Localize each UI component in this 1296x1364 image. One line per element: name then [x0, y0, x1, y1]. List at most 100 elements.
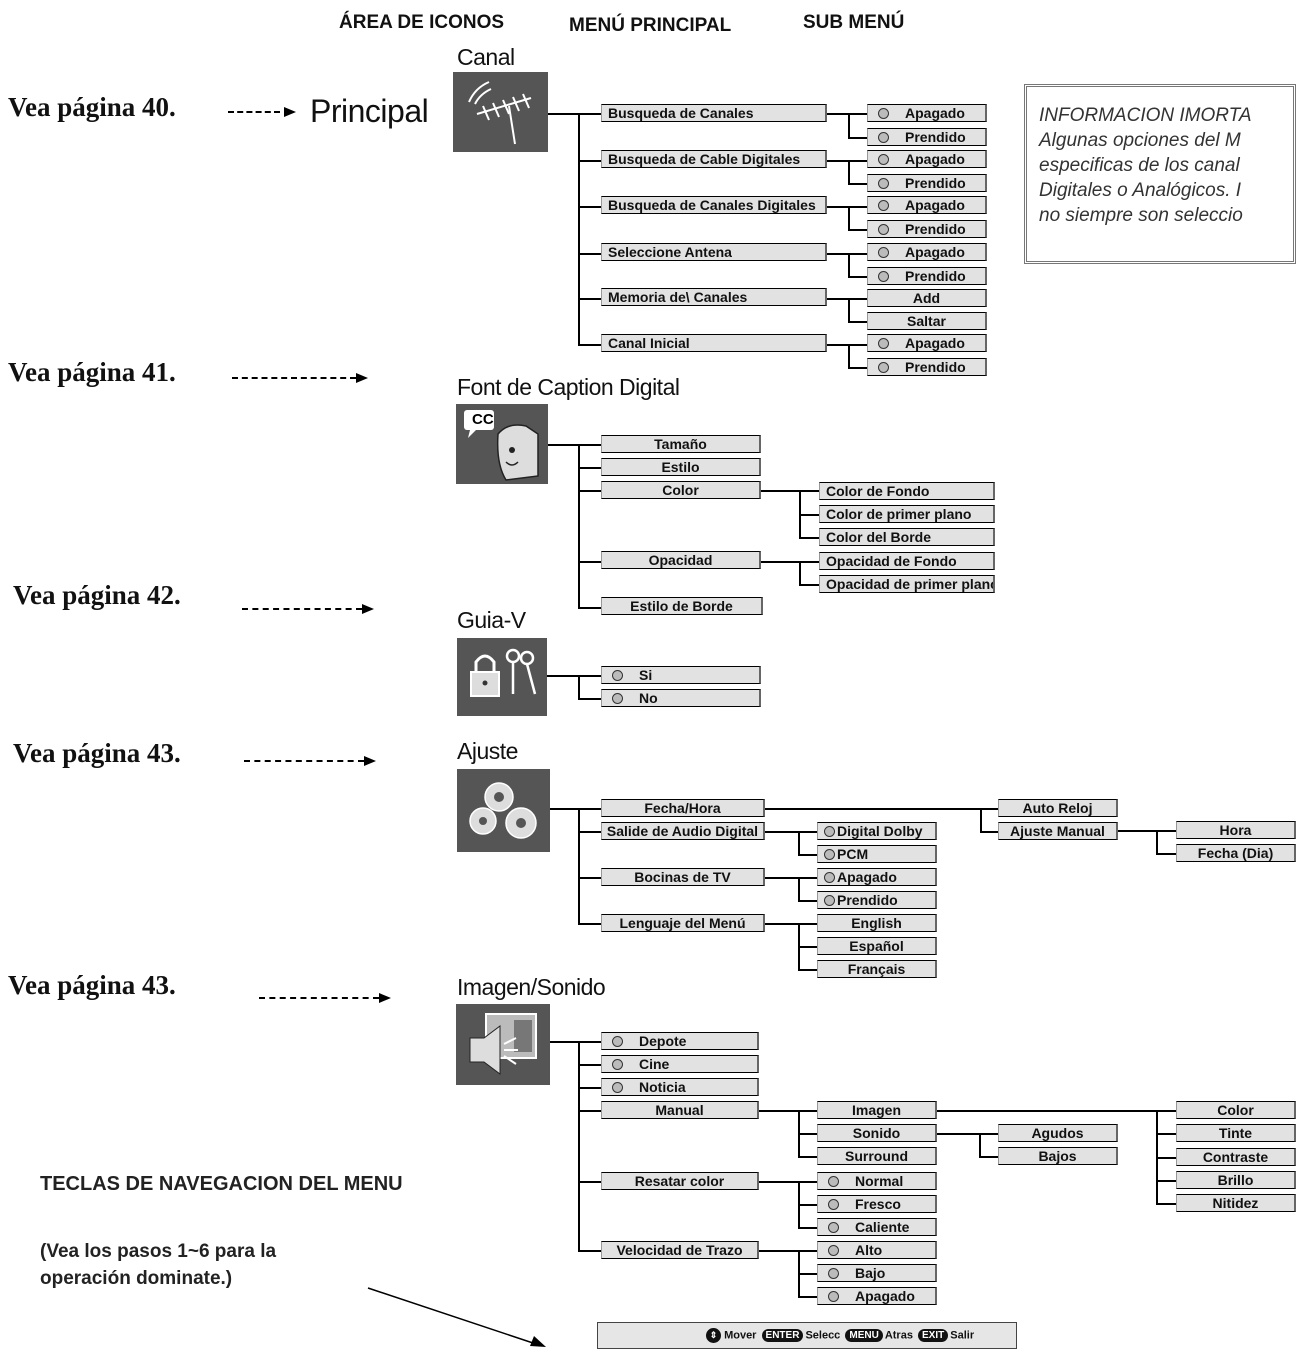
radio-icon: [878, 247, 889, 258]
option-francais[interactable]: Français: [817, 960, 937, 978]
menu-audio-digital[interactable]: Salide de Audio Digital: [601, 822, 765, 840]
option-label: Noticia: [639, 1079, 686, 1095]
option-no[interactable]: No: [601, 689, 761, 707]
guia-title: Guia-V: [457, 607, 526, 633]
option-cine[interactable]: Cine: [601, 1055, 759, 1073]
option-noticia[interactable]: Noticia: [601, 1078, 759, 1096]
sub-brillo[interactable]: Brillo: [1176, 1171, 1296, 1189]
menu-opacidad[interactable]: Opacidad: [601, 551, 761, 569]
menu-fecha-hora[interactable]: Fecha/Hora: [601, 799, 765, 817]
radio-icon: [824, 826, 835, 837]
page-ref-42: Vea página 42.: [13, 580, 181, 610]
sub-tinte[interactable]: Tinte: [1176, 1124, 1296, 1142]
option-pcm[interactable]: PCM: [817, 845, 937, 863]
option-apagado[interactable]: Apagado: [867, 243, 987, 261]
menu-busqueda-digitales[interactable]: Busqueda de Canales Digitales: [601, 196, 827, 214]
menu-busqueda-canales[interactable]: Busqueda de Canales: [601, 104, 827, 122]
main-menu-header: MENÚ PRINCIPAL: [569, 15, 732, 36]
option-depote[interactable]: Depote: [601, 1032, 759, 1050]
option-label: Apagado: [905, 151, 965, 167]
sub-ajuste-manual[interactable]: Ajuste Manual: [998, 822, 1118, 840]
info-line: Digitales o Analógicos. I: [1039, 180, 1242, 201]
option-saltar[interactable]: Saltar: [867, 312, 987, 330]
menu-lenguaje[interactable]: Lenguaje del Menú: [601, 914, 765, 932]
option-bajo[interactable]: Bajo: [817, 1264, 937, 1282]
connector: [980, 831, 998, 833]
option-apagado[interactable]: Apagado: [867, 104, 987, 122]
menu-estilo-borde[interactable]: Estilo de Borde: [601, 597, 763, 615]
option-apagado[interactable]: Apagado: [817, 868, 937, 886]
sub-surround[interactable]: Surround: [817, 1147, 937, 1165]
menu-color[interactable]: Color: [601, 481, 761, 499]
ref-arrow: [232, 377, 356, 379]
radio-icon: [828, 1291, 839, 1302]
connector: [937, 1110, 1176, 1112]
menu-velocidad-trazo[interactable]: Velocidad de Trazo: [601, 1241, 759, 1259]
sub-color-fondo[interactable]: Color de Fondo: [819, 482, 995, 500]
sub-opacidad-fondo[interactable]: Opacidad de Fondo: [819, 552, 995, 570]
sub-bajos[interactable]: Bajos: [998, 1147, 1118, 1165]
sub-color[interactable]: Color: [1176, 1101, 1296, 1119]
option-label: Digital Dolby: [837, 823, 923, 839]
sub-nitidez[interactable]: Nitidez: [1176, 1194, 1296, 1212]
option-prendido[interactable]: Prendido: [867, 267, 987, 285]
option-english[interactable]: English: [817, 914, 937, 932]
option-apagado[interactable]: Apagado: [867, 150, 987, 168]
option-alto[interactable]: Alto: [817, 1241, 937, 1259]
sub-imagen[interactable]: Imagen: [817, 1101, 937, 1119]
option-caliente[interactable]: Caliente: [817, 1218, 937, 1236]
menu-busqueda-cable[interactable]: Busqueda de Cable Digitales: [601, 150, 827, 168]
option-prendido[interactable]: Prendido: [867, 128, 987, 146]
menu-resatar-color[interactable]: Resatar color: [601, 1172, 759, 1190]
connector: [827, 206, 867, 208]
sub-agudos[interactable]: Agudos: [998, 1124, 1118, 1142]
option-fresco[interactable]: Fresco: [817, 1195, 937, 1213]
option-prendido[interactable]: Prendido: [867, 220, 987, 238]
connector: [578, 206, 601, 208]
menu-bocinas-tv[interactable]: Bocinas de TV: [601, 868, 765, 886]
sub-auto-reloj[interactable]: Auto Reloj: [998, 799, 1118, 817]
option-add[interactable]: Add: [867, 289, 987, 307]
sub-opacidad-primer-plano[interactable]: Opacidad de primer plano: [819, 575, 995, 593]
connector: [1118, 830, 1176, 832]
option-apagado[interactable]: Apagado: [817, 1287, 937, 1305]
connector: [761, 490, 819, 492]
select-label: Selecc: [805, 1329, 841, 1342]
option-espanol[interactable]: Español: [817, 937, 937, 955]
option-prendido[interactable]: Prendido: [867, 358, 987, 376]
menu-memoria-canales[interactable]: Memoria de\ Canales: [601, 288, 827, 306]
option-label: Apagado: [905, 335, 965, 351]
option-apagado[interactable]: Apagado: [867, 196, 987, 214]
connector: [550, 808, 601, 810]
connector: [827, 298, 867, 300]
sub-hora[interactable]: Hora: [1176, 821, 1296, 839]
sub-color-primer-plano[interactable]: Color de primer plano: [819, 505, 995, 523]
menu-tamano[interactable]: Tamaño: [601, 435, 761, 453]
connector: [799, 514, 819, 516]
menu-seleccione-antena[interactable]: Seleccione Antena: [601, 243, 827, 261]
radio-icon: [612, 1082, 623, 1093]
option-prendido[interactable]: Prendido: [867, 174, 987, 192]
enter-key-icon: ENTER: [761, 1329, 804, 1343]
principal-label: Principal: [310, 93, 429, 129]
menu-estilo[interactable]: Estilo: [601, 458, 761, 476]
menu-manual[interactable]: Manual: [601, 1101, 759, 1119]
sub-sonido[interactable]: Sonido: [817, 1124, 937, 1142]
option-si[interactable]: Si: [601, 666, 761, 684]
connector: [798, 1133, 817, 1135]
option-digital-dolby[interactable]: Digital Dolby: [817, 822, 937, 840]
option-prendido[interactable]: Prendido: [817, 891, 937, 909]
option-label: Prendido: [905, 268, 966, 284]
option-normal[interactable]: Normal: [817, 1172, 937, 1190]
sub-contraste[interactable]: Contraste: [1176, 1148, 1296, 1166]
sub-color-borde[interactable]: Color del Borde: [819, 528, 995, 546]
menu-canal-inicial[interactable]: Canal Inicial: [601, 334, 827, 352]
option-apagado[interactable]: Apagado: [867, 334, 987, 352]
option-label: Normal: [855, 1173, 904, 1189]
option-label: Apagado: [905, 244, 965, 260]
connector: [848, 367, 867, 369]
option-label: Apagado: [855, 1288, 915, 1304]
sub-fecha-dia[interactable]: Fecha (Dia): [1176, 844, 1296, 862]
radio-icon: [878, 178, 889, 189]
